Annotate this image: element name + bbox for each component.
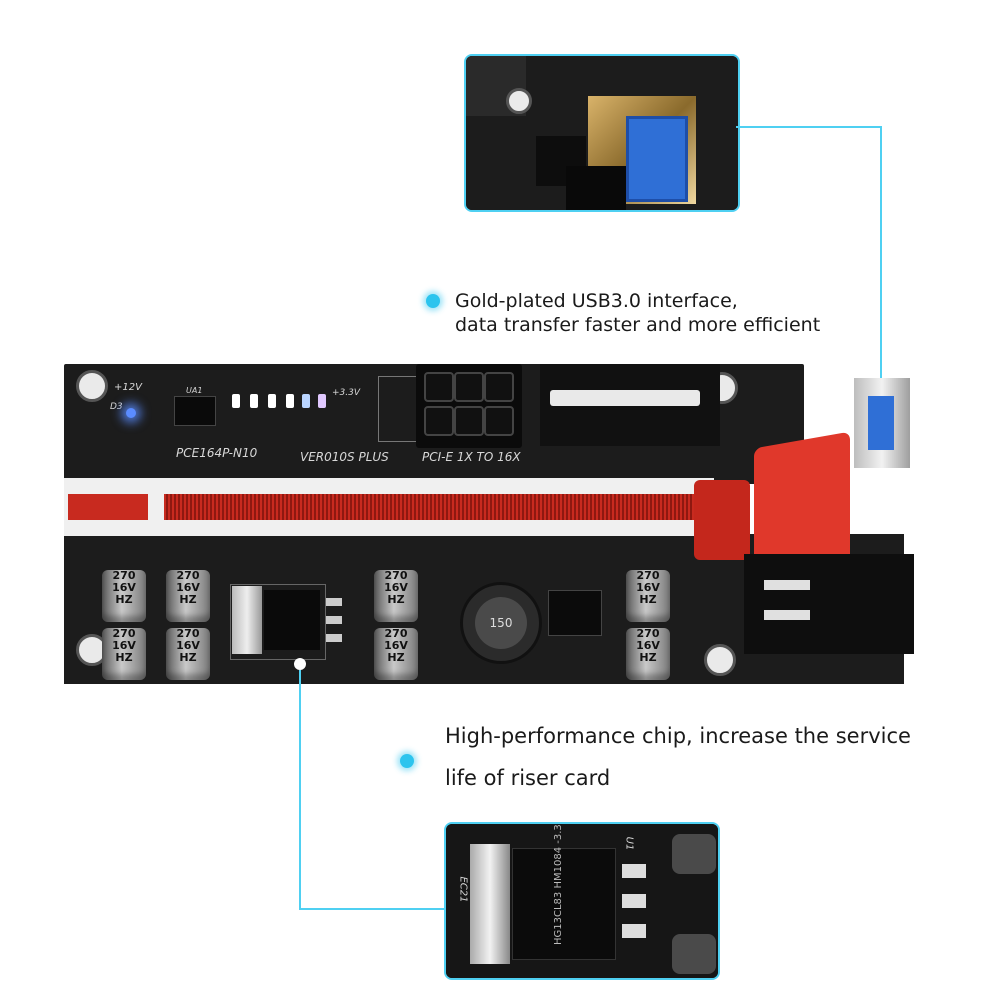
callout-line: [299, 908, 445, 910]
version-label: VER010S PLUS: [300, 450, 389, 464]
chip-callout-line-2: life of riser card: [445, 766, 611, 790]
callout-anchor: [294, 658, 306, 670]
chip-ua1: [174, 396, 216, 426]
label-u1: U1: [623, 836, 635, 851]
chip-heat-tab: [470, 844, 510, 964]
label-d3: D3: [110, 402, 123, 412]
control-chip: [548, 590, 602, 636]
mount-hole: [704, 644, 736, 676]
led-indicator: [232, 394, 240, 408]
label-12v: +12V: [114, 382, 142, 393]
led-blue: [126, 408, 136, 418]
mount-hole: [506, 88, 532, 114]
riser-board-photo: +12V D3 UA1 +3.3V PCE164P-N10 VER010S PL…: [64, 364, 920, 684]
chip-pin: [622, 894, 646, 908]
led-indicator: [250, 394, 258, 408]
usb-port-tongue: [626, 116, 688, 202]
callout-dot: [426, 294, 440, 308]
chip-callout-line-1: High-performance chip, increase the serv…: [445, 724, 911, 748]
slot-latch: [694, 480, 750, 560]
regulator-tab: [232, 586, 262, 654]
chip-pin: [622, 924, 646, 938]
six-pin-power-connector: [416, 364, 522, 448]
capacitor-edge: [672, 834, 716, 874]
mount-hole: [76, 370, 108, 402]
regulator-pin: [326, 634, 342, 642]
callout-line: [299, 670, 301, 910]
label-ec21: EC21: [457, 876, 469, 903]
regulator-chip: [264, 590, 320, 650]
capacitor-edge: [672, 934, 716, 974]
led-indicator: [302, 394, 310, 408]
regulator-pin: [326, 616, 342, 624]
led-indicator: [318, 394, 326, 408]
led-indicator: [286, 394, 294, 408]
led-indicator: [268, 394, 276, 408]
usb-callout-line-2: data transfer faster and more efficient: [455, 314, 821, 336]
side-power-connector: [744, 554, 914, 654]
model-label: PCE164P-N10: [176, 446, 258, 460]
label-33v: +3.3V: [332, 388, 361, 398]
callout-line: [736, 126, 882, 128]
regulator-outline: [230, 584, 326, 660]
chip-zoom-photo: HG13CL83 HM1084 -3.3 A EC21 U1: [444, 822, 720, 980]
regulator-chip-zoom: HG13CL83 HM1084 -3.3 A: [512, 824, 616, 960]
molex-connector: [540, 364, 720, 446]
pcie-x16-slot: [64, 478, 714, 536]
usb-callout-line-1: Gold-plated USB3.0 interface,: [455, 290, 738, 312]
connector-block: [566, 166, 626, 210]
usb-zoom-photo: [464, 54, 740, 212]
callout-dot: [400, 754, 414, 768]
chip-pin: [622, 864, 646, 878]
label-ua1: UA1: [186, 386, 203, 395]
regulator-pin: [326, 598, 342, 606]
usb3-port: [854, 378, 910, 468]
slot-label: PCI-E 1X TO 16X: [422, 450, 521, 464]
callout-line: [880, 126, 882, 398]
inductor: 150: [460, 582, 542, 664]
chip-marking: HG13CL83 HM1084 -3.3 A: [553, 824, 564, 945]
